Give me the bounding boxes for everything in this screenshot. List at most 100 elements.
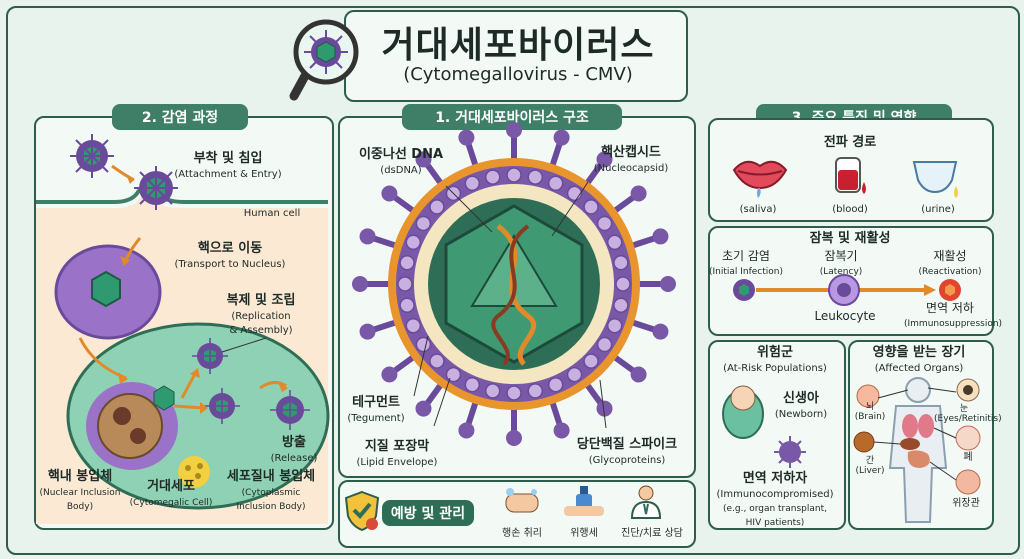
spike-head	[458, 129, 475, 146]
tegument-bead	[547, 175, 564, 192]
leukocyte-label: Leukocyte	[814, 309, 876, 323]
tegument-bead	[583, 199, 599, 215]
nucleocapsid-label: 핵산캡시드(Nucleocapsid)	[593, 145, 669, 174]
virus-structure-diagram	[352, 122, 676, 446]
tegument-bead	[527, 383, 544, 399]
organs-title: 영향을 받는 장기(Affected Organs)	[872, 345, 966, 374]
spike-head	[506, 430, 522, 446]
tegument-bead	[399, 254, 415, 271]
tegument-bead	[596, 336, 613, 353]
tegument-bead	[566, 366, 583, 383]
tegument-bead	[415, 215, 432, 232]
spike-head	[553, 422, 570, 439]
infection-header: 2. 감염 과정	[112, 104, 248, 130]
tegument-bead	[464, 376, 481, 393]
gi-label: 위장관	[952, 498, 980, 509]
immunocompromised-label: 면역 저하자(Immunocompromised)(e.g., organ tr…	[716, 471, 834, 528]
risk-title: 위험군(At-Risk Populations)	[723, 345, 827, 374]
glycoprotein-spike	[391, 194, 417, 215]
glycoprotein-spike	[424, 381, 445, 407]
diaper-icon	[912, 161, 958, 198]
virus-small-icon	[774, 436, 806, 468]
lips-icon	[732, 160, 788, 198]
spike-head	[596, 400, 613, 417]
cytomegalic-cell-label: 거대세포(Cytomegalic Cell)	[129, 479, 213, 508]
spike-head	[352, 276, 368, 292]
tegument-bead	[464, 175, 481, 192]
tegument-bead	[606, 234, 623, 251]
glycoprotein-spike	[628, 319, 658, 333]
glycoprotein-spike	[465, 140, 479, 170]
tegument-bead	[613, 297, 629, 314]
body-organs-diagram	[853, 377, 981, 523]
saliva-label: (saliva)	[739, 204, 777, 215]
glycoprotein-spike	[549, 140, 563, 170]
spike-head	[506, 122, 522, 138]
tegument-bead	[527, 169, 544, 185]
blood-bag-icon	[835, 157, 866, 194]
glycoprotein-spike	[465, 398, 479, 428]
tegument-bead	[484, 169, 501, 185]
doctor-icon	[630, 485, 662, 519]
reactivation-label: 재활성(Reactivation)	[918, 249, 982, 277]
glycoprotein-spike	[370, 235, 400, 249]
initial-infection-label: 초기 감염(Initial Infection)	[708, 249, 784, 277]
latency-stage-label: 잠복기(Latency)	[819, 249, 863, 277]
prevention-item-2: 위행세	[570, 528, 598, 539]
tegument-bead	[606, 317, 623, 334]
tegument-bead	[405, 234, 422, 251]
sanitizer-icon	[564, 486, 604, 516]
newborn-label: 신생아(Newborn)	[774, 391, 828, 420]
newborn-icon	[722, 385, 764, 439]
handwash-icon	[505, 488, 539, 513]
glycoprotein-spike	[583, 161, 604, 187]
tegument-bead	[484, 383, 501, 399]
tegument-bead	[506, 385, 522, 401]
spike-head	[652, 323, 669, 340]
magnifier-virus-icon	[289, 19, 359, 101]
tegument-label: 테구먼트(Tegument)	[347, 395, 405, 424]
spike-head	[458, 422, 475, 439]
tegument-bead	[615, 276, 631, 292]
prevention-item-1: 행손 취리	[502, 528, 542, 539]
brain-label: 뇌(Brain)	[854, 402, 886, 423]
glycoprotein-spike	[370, 319, 400, 333]
human-cell-label: Human cell	[243, 208, 301, 219]
prevention-item-3: 진단/치료 상담	[621, 528, 683, 539]
glycoprotein-spike	[391, 353, 417, 374]
glycoprotein-spike	[611, 194, 637, 215]
glycoprotein-spike	[424, 161, 445, 187]
page-subtitle: (Cytomegallovirus - CMV)	[403, 64, 633, 85]
page-title: 거대세포바이러스	[381, 25, 655, 66]
lung-label: 폐	[963, 452, 973, 463]
dsdna-label: 이중나선 DNA(dsDNA)	[358, 147, 444, 176]
title-box	[344, 10, 688, 102]
transmission-title: 전파 경로	[823, 135, 877, 150]
tegument-bead	[583, 353, 599, 369]
tegument-bead	[596, 215, 613, 232]
virus-attach-icon	[76, 140, 173, 205]
spike-head	[553, 129, 570, 146]
outer-frame	[6, 6, 1020, 555]
attach-label: 부착 및 침입(Attachment & Entry)	[174, 151, 282, 180]
tegument-bead	[566, 185, 583, 202]
blood-label: (blood)	[832, 204, 868, 215]
latency-timeline	[733, 274, 961, 306]
spike-head	[652, 228, 669, 245]
spike-head	[415, 151, 432, 168]
glycoprotein-spike	[628, 235, 658, 249]
tegument-bead	[405, 317, 422, 334]
spike-head	[381, 185, 398, 202]
liver-label: 간(Liver)	[855, 456, 885, 477]
risk-panel	[708, 340, 846, 530]
eyes-label: 눈(Eyes/Retinitis)	[934, 404, 1002, 425]
infection-illustration	[36, 134, 330, 524]
spike-head	[660, 276, 676, 292]
spike-head	[596, 151, 613, 168]
spike-head	[630, 185, 647, 202]
tegument-bead	[415, 336, 432, 353]
glycoprotein-spike	[549, 398, 563, 428]
